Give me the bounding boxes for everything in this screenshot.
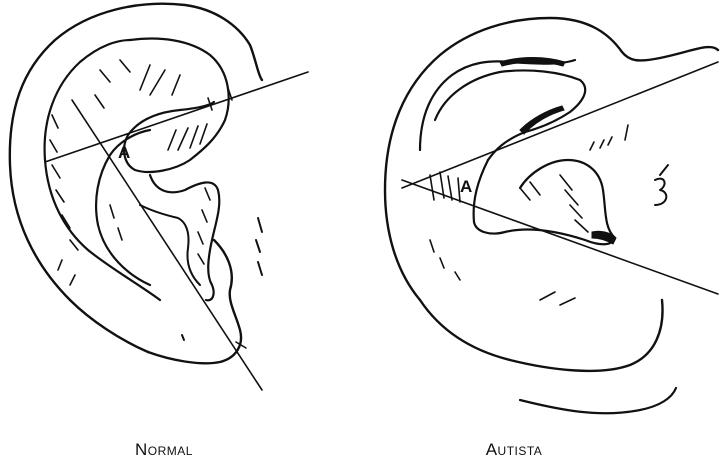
caption-autista: Autista xyxy=(414,440,614,460)
autista-hatching xyxy=(430,125,628,305)
autista-point-label: A xyxy=(460,177,472,196)
autista-fossa xyxy=(435,70,585,160)
autista-reference-line-2 xyxy=(402,180,718,294)
normal-concha xyxy=(150,175,219,300)
autista-ink-stroke-top xyxy=(500,58,565,67)
normal-reference-line-2 xyxy=(72,100,262,390)
normal-lobe-outline xyxy=(148,240,241,363)
normal-lobe-dot xyxy=(182,335,184,340)
normal-ear-drawing: A xyxy=(10,4,308,390)
autista-squiggle-mark xyxy=(655,165,668,205)
normal-tragus-mark xyxy=(256,218,262,252)
autista-lobe-outline xyxy=(420,300,663,371)
normal-tragus-mark-2 xyxy=(258,262,262,275)
autista-ear-drawing: A xyxy=(385,18,718,413)
autista-lower-edge xyxy=(520,388,676,413)
normal-hatching xyxy=(50,60,210,285)
caption-normal: Normal xyxy=(64,440,264,460)
autista-reference-line-1 xyxy=(402,62,718,188)
normal-point-label: A xyxy=(118,143,130,162)
autista-ink-stroke-low xyxy=(592,231,616,244)
autista-antitragus xyxy=(520,160,615,238)
